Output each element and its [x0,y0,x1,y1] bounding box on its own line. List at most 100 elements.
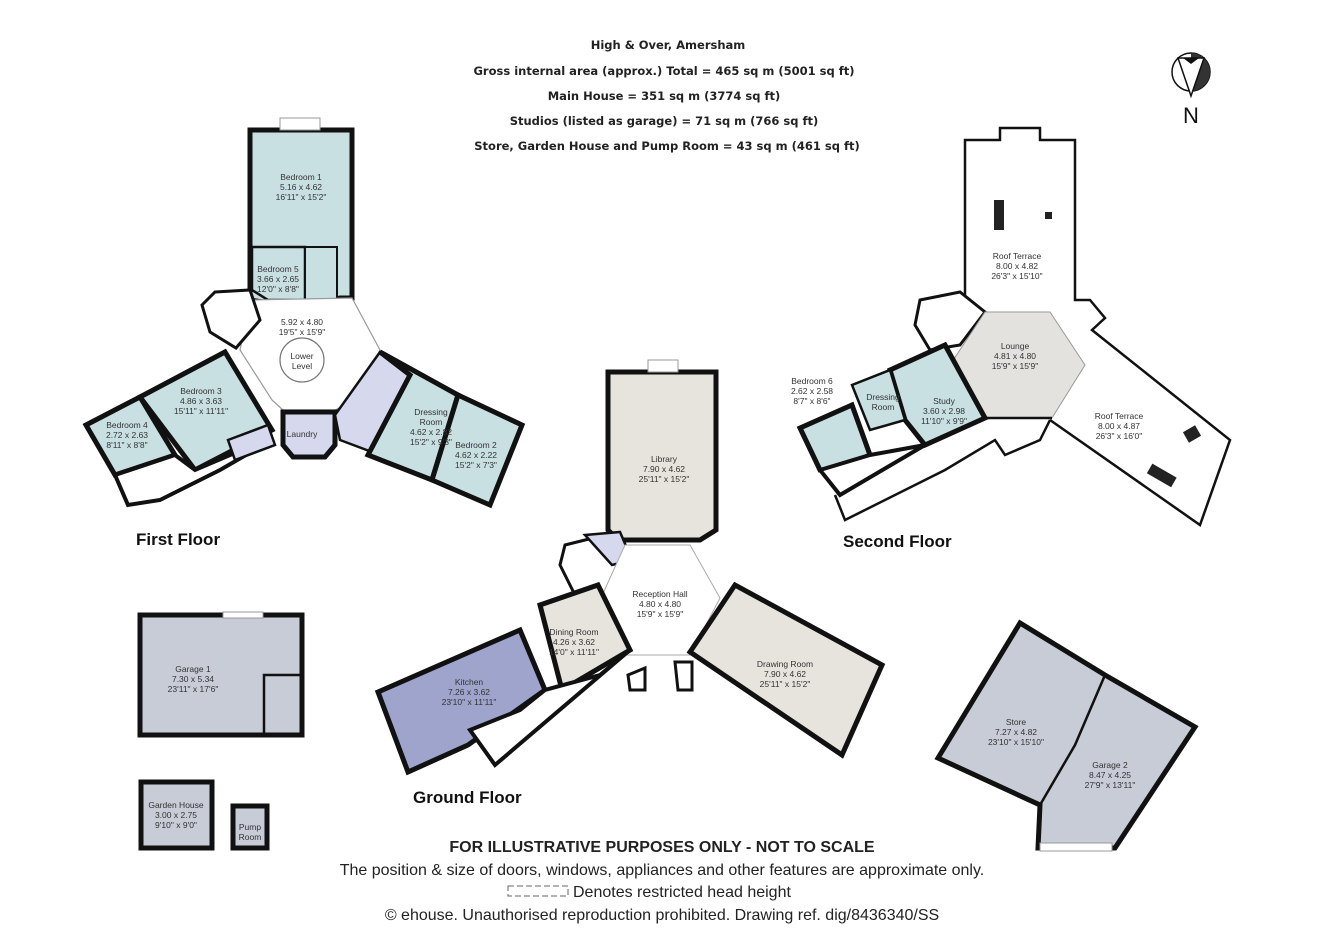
label-bedroom-3: Bedroom 3 [180,386,222,396]
label-store: Store [1006,717,1027,727]
second-floor-label: Second Floor [843,532,952,551]
room-garden-house [138,779,215,851]
label-dining-room: Dining Room [549,627,598,637]
lower-level-void [279,337,325,383]
label-pump-room: Pump [239,822,261,832]
dim-imperial: 26'3" x 15'10" [991,271,1042,281]
ground-floor-label: Ground Floor [413,788,522,807]
dim-metric: 4.86 x 3.63 [180,396,222,406]
staircase [200,288,262,350]
label-bedroom-5: Bedroom 5 [257,264,299,274]
room-laundry [280,409,338,460]
gross-area: Gross internal area (approx.) Total = 46… [473,64,854,78]
footer-note: The position & size of doors, windows, a… [340,862,985,879]
dim-metric: 4.81 x 4.80 [994,351,1036,361]
label-kitchen: Kitchen [455,677,484,687]
dim-imperial: 8'7" x 8'6" [793,396,830,406]
dim-imperial: 23'10" x 11'11" [442,697,497,707]
dim-metric: 4.62 x 2.22 [455,450,497,460]
staircase [913,290,988,352]
room-dressing-room-2 [850,368,907,432]
dim-imperial: 14'0" x 11'11" [549,647,599,657]
label-lounge: Lounge [1001,341,1030,351]
first-floor-label: First Floor [136,530,220,549]
dim-imperial: 8'11" x 8'8" [106,440,147,450]
dim-imperial: 27'9" x 13'11" [1085,780,1136,790]
main-house-area: Main House = 351 sq m (3774 sq ft) [548,89,781,103]
room-pump-room [230,803,270,851]
svg-text:Bedroom 42.72 x 2.638'11" x 8': Bedroom 42.72 x 2.638'11" x 8'8" [106,420,148,450]
dim-imperial: 15'2" x 7'3" [455,460,497,470]
dim-imperial: 15'9" x 15'9" [637,609,684,619]
label-dressing-room-2f: Dressing [866,392,900,402]
label-pump-room-2: Room [239,832,262,842]
label-dressing-room: Dressing [414,407,448,417]
label-reception-hall: Reception Hall [632,589,687,599]
dim-metric: 7.27 x 4.82 [995,727,1037,737]
dim-imperial: 12'0" x 8'8" [257,284,299,294]
room-library [605,369,719,543]
dim-metric: 7.90 x 4.62 [764,669,806,679]
north-arrow-icon: N [1171,52,1211,128]
label-garden-house: Garden House [148,800,204,810]
label-bedroom-2: Bedroom 2 [455,440,497,450]
label-dressing-room-2: Room [420,417,443,427]
dim-metric: 3.00 x 2.75 [155,810,197,820]
label-drawing-room: Drawing Room [757,659,813,669]
dim-metric: 4.26 x 3.62 [553,637,595,647]
room-bedroom-2 [428,391,526,509]
dim-imperial: 15'11" x 11'11" [174,406,228,416]
label-roof-terrace-north: Roof Terrace [993,251,1042,261]
dim-metric: 3.60 x 2.98 [923,406,965,416]
dim-metric: 8.47 x 4.25 [1089,770,1131,780]
dim-imperial: 11'10" x 9'9" [921,416,967,426]
dim-metric: 8.00 x 4.82 [996,261,1038,271]
label-dressing-room-2f-line2: Room [872,402,895,412]
dim-imperial: 25'11" x 15'2" [760,679,811,689]
dim-imperial: 23'10" x 15'10" [988,737,1044,747]
label-library: Library [651,454,678,464]
dim-imperial: 25'11" x 15'2" [639,474,690,484]
legend-text: Denotes restricted head height [573,884,791,901]
dim-metric: 7.30 x 5.34 [172,674,214,684]
level-label: Level [292,361,312,371]
label-bedroom-4: Bedroom 4 [106,420,148,430]
dim-metric: 7.90 x 4.62 [643,464,685,474]
footer: FOR ILLUSTRATIVE PURPOSES ONLY - NOT TO … [340,839,985,924]
dim-metric: 4.62 x 2.82 [410,427,452,437]
dim-metric: 4.80 x 4.80 [639,599,681,609]
hall-dim-metric: 5.92 x 4.80 [281,317,323,327]
dim-metric: 2.72 x 2.63 [106,430,148,440]
hall-dim-imperial: 19'5" x 15'9" [279,327,326,337]
dim-metric: 3.66 x 2.65 [257,274,299,284]
dim-imperial: 15'2" x 9'3" [410,437,452,447]
room-store [934,619,1199,851]
label-laundry: Laundry [287,429,318,439]
disclaimer: FOR ILLUSTRATIVE PURPOSES ONLY - NOT TO … [449,839,875,856]
restricted-height-legend-icon [507,885,569,897]
north-label: N [1183,103,1199,128]
